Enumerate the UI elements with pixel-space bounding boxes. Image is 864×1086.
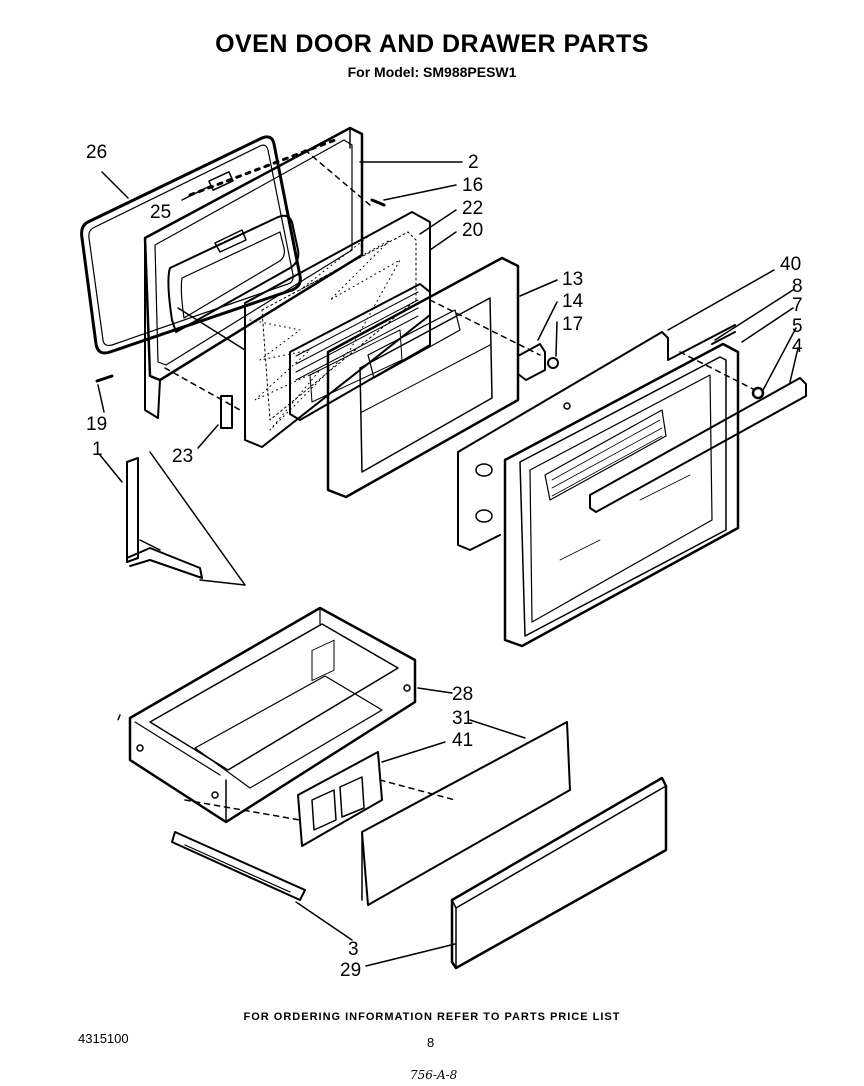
callout-3: 3 xyxy=(348,939,359,960)
callout-31: 31 xyxy=(452,708,473,729)
part-1-door-hinge xyxy=(126,457,203,579)
part-40-outer-door-panel xyxy=(457,324,736,551)
part-22-door-insulation xyxy=(244,211,431,448)
part-29-outer-drawer-front xyxy=(450,776,668,970)
callout-2: 2 xyxy=(468,152,479,173)
assembly-dashed-lines xyxy=(117,149,756,821)
callout-23: 23 xyxy=(172,446,193,467)
part-5-handle-end-cap xyxy=(751,386,765,400)
assembly-lines xyxy=(149,307,246,586)
part-41-drawer-bracket xyxy=(297,639,383,847)
part-7-outer-door-frame xyxy=(503,342,740,648)
callout-25: 25 xyxy=(150,202,171,223)
part-13-door-panel xyxy=(326,256,520,499)
callout-17: 17 xyxy=(562,314,583,335)
model-subtitle: For Model: SM988PESW1 xyxy=(347,64,517,80)
part-23-clip xyxy=(220,395,233,429)
callout-16: 16 xyxy=(462,175,483,196)
callout-1: 1 xyxy=(92,439,103,460)
callout-22: 22 xyxy=(462,198,483,219)
callout-4: 4 xyxy=(792,336,803,357)
part-4-door-handle xyxy=(589,377,807,513)
callout-19: 19 xyxy=(86,414,107,435)
part-31-inner-drawer-front xyxy=(361,721,571,906)
part-17-bumper xyxy=(547,357,559,369)
document-number: 4315100 xyxy=(78,1031,129,1046)
callout-28: 28 xyxy=(452,684,473,705)
callout-5: 5 xyxy=(792,316,803,337)
part-28-drawer-body xyxy=(128,606,417,824)
part-16-screw xyxy=(370,198,386,207)
part-14-hinge-bracket xyxy=(517,343,546,381)
part-20-glass-pack xyxy=(289,283,431,421)
handwritten-mark: 756-A-8 xyxy=(410,1068,458,1082)
callout-7: 7 xyxy=(792,295,803,316)
page-title: OVEN DOOR AND DRAWER PARTS xyxy=(215,30,649,58)
callout-13: 13 xyxy=(562,269,583,290)
part-2-inner-door-frame xyxy=(143,126,364,419)
callout-14: 14 xyxy=(562,291,584,312)
callout-26: 26 xyxy=(86,142,107,163)
part-26-door-gasket xyxy=(80,135,302,355)
part-8-door-trim xyxy=(711,331,736,345)
callout-8: 8 xyxy=(792,276,803,297)
callout-20: 20 xyxy=(462,220,483,241)
callout-29: 29 xyxy=(340,960,361,981)
part-3-drawer-slide xyxy=(171,831,306,901)
page-number: 8 xyxy=(427,1035,435,1050)
ordering-information-note: FOR ORDERING INFORMATION REFER TO PARTS … xyxy=(243,1011,621,1023)
callout-41: 41 xyxy=(452,730,473,751)
callout-40: 40 xyxy=(780,254,801,275)
callout-leader-lines xyxy=(97,161,799,967)
part-19-screw xyxy=(95,374,114,383)
